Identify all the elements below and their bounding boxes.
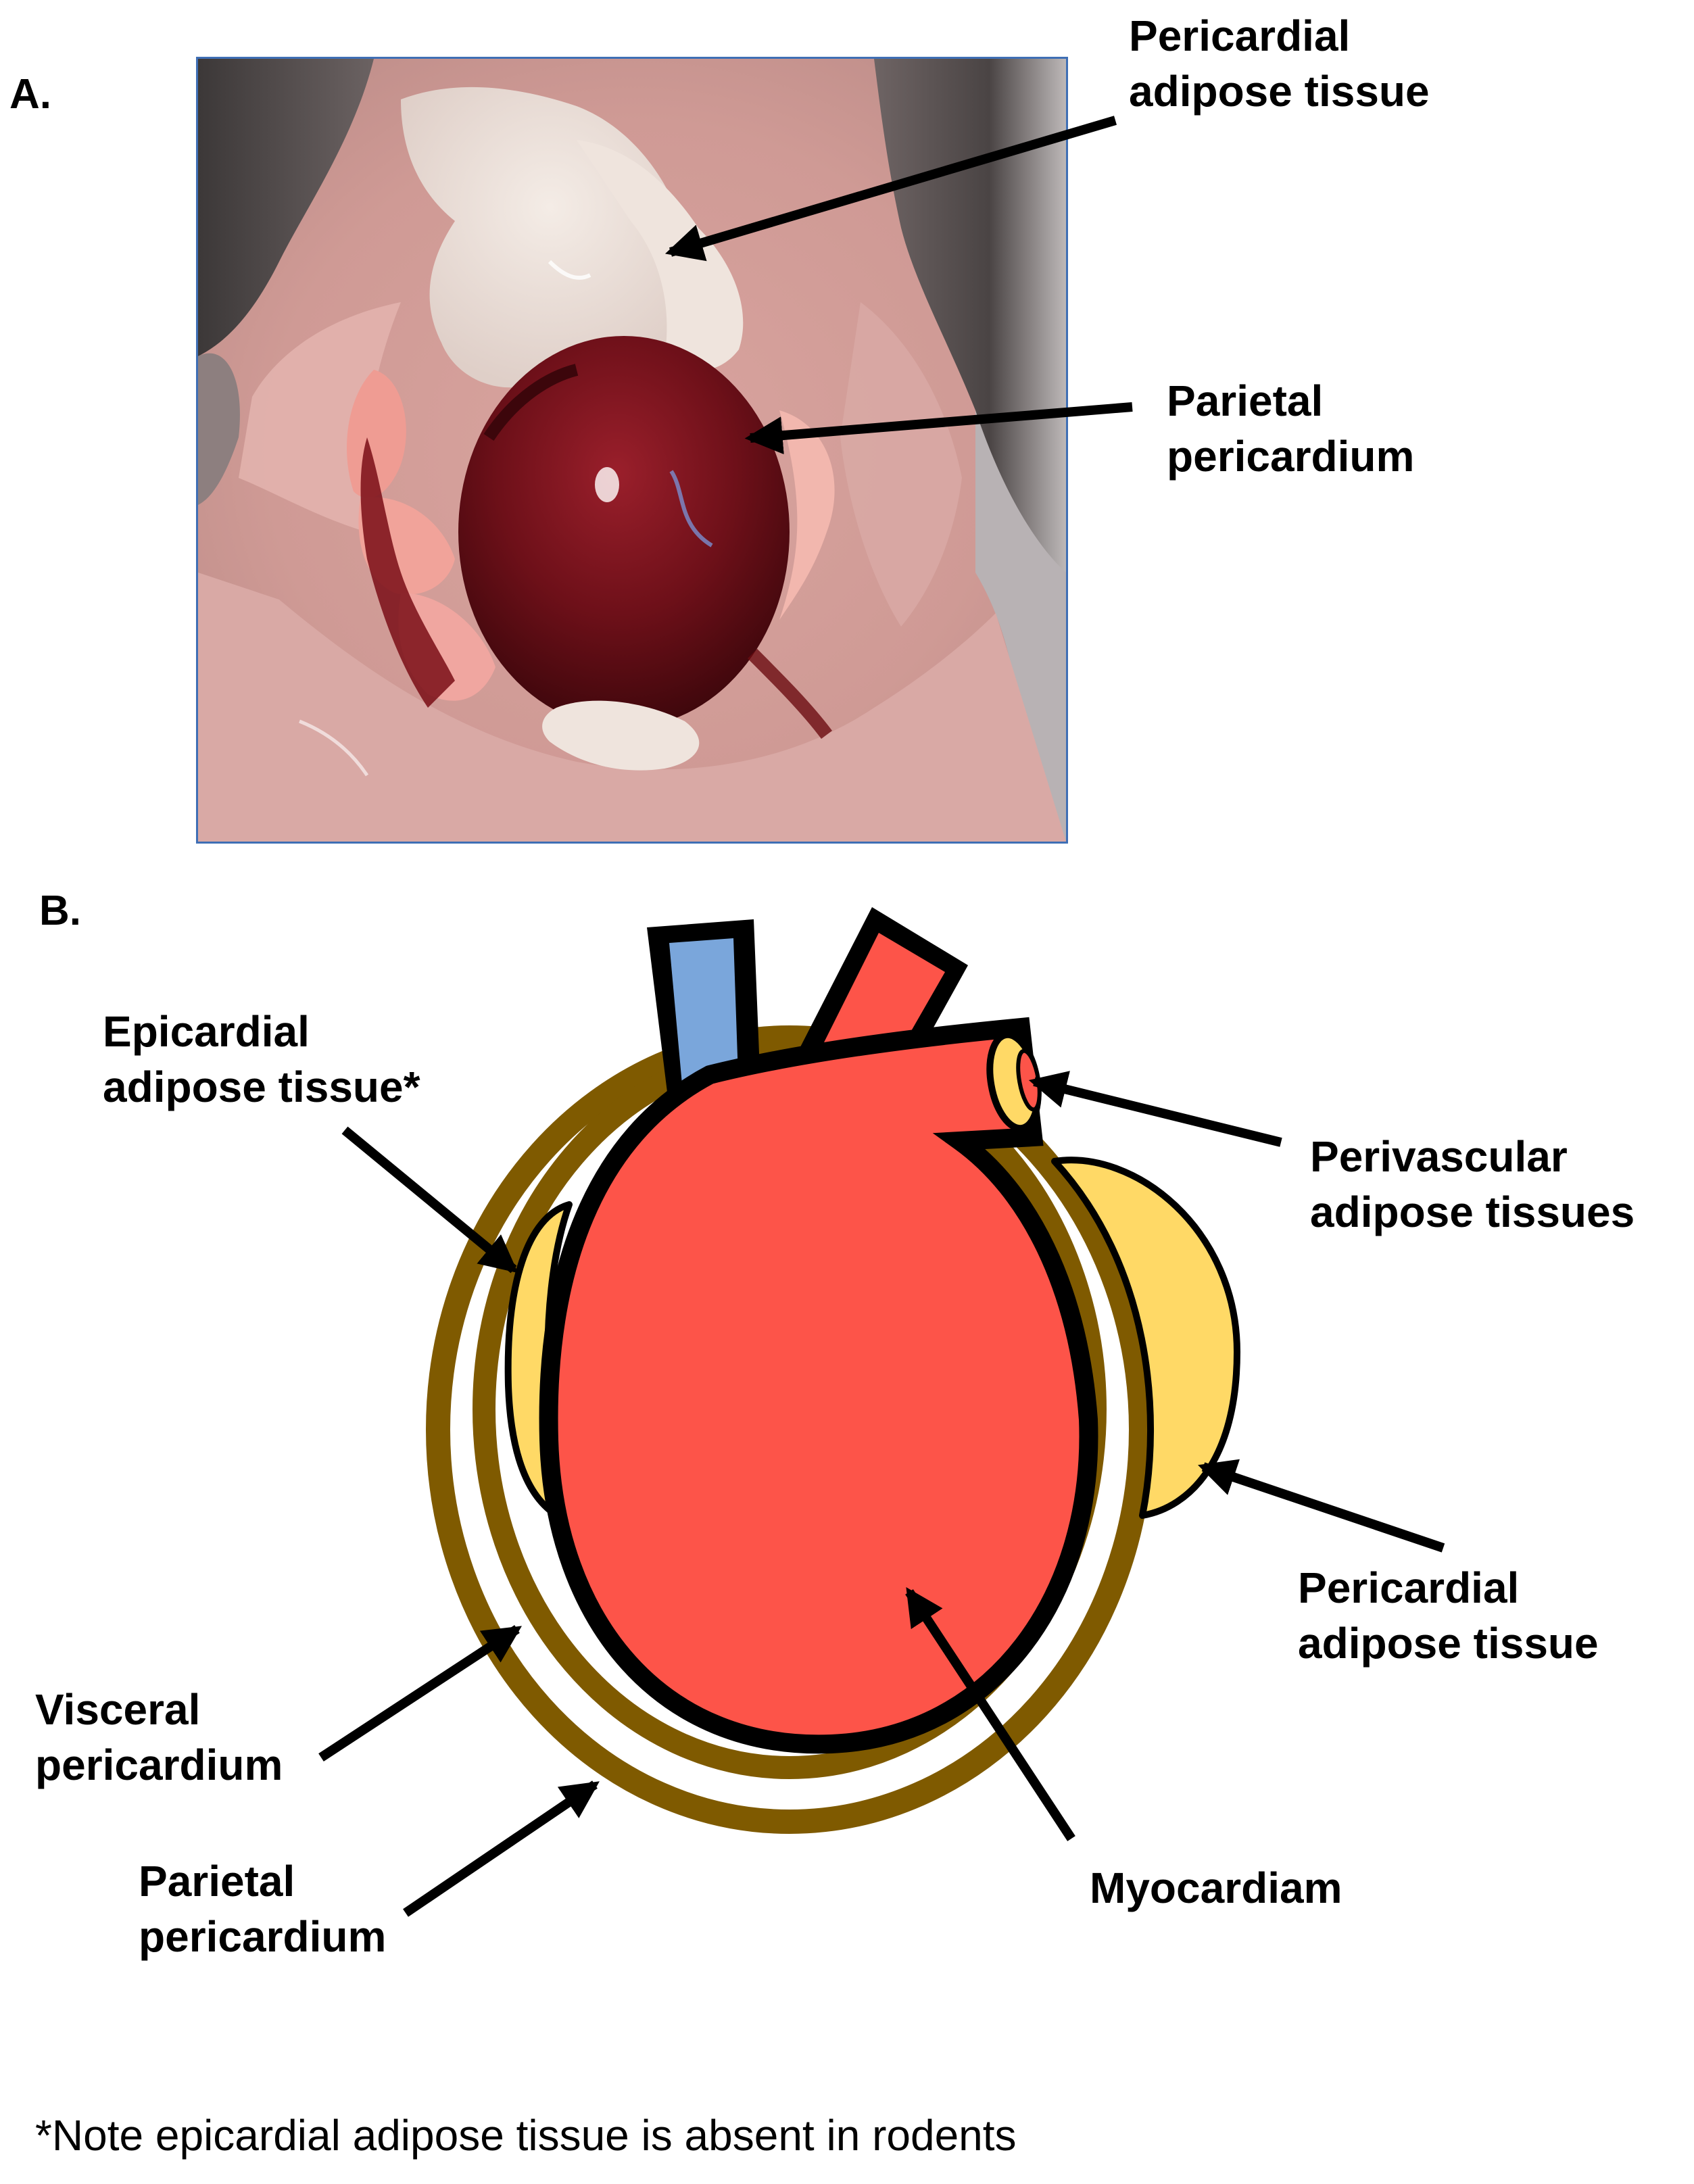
parietal-pericardium-ring: [426, 1025, 1153, 1834]
label-myocardium: Myocardiam: [1090, 1864, 1342, 1912]
label-epicardial-adipose: Epicardial adipose tissue*: [103, 1007, 420, 1111]
label-parietal-pericardium-a: Parietal pericardium: [1167, 377, 1415, 481]
label-pericardial-adipose-b: Pericardial adipose tissue: [1298, 1563, 1599, 1668]
label-parietal-pericardium-b: Parietal pericardium: [139, 1857, 387, 1961]
label-pericardial-adipose-a: Pericardial adipose tissue: [1129, 11, 1430, 116]
arrow-pericardial-adipose-a: [664, 116, 1117, 262]
arrow-parietal-pericardium-b: [403, 1780, 600, 1917]
label-visceral-pericardium: Visceral pericardium: [35, 1685, 283, 1789]
arrow-myocardium: [905, 1586, 1075, 1841]
dissection-photo: [196, 57, 1068, 844]
arrow-parietal-pericardium-a: [744, 402, 1133, 455]
arrow-visceral-pericardium: [318, 1625, 523, 1762]
myocardium-shape: [539, 1017, 1098, 1754]
panel-b-letter: B.: [39, 888, 81, 934]
arrow-epicardial-adipose: [341, 1126, 518, 1273]
label-perivascular-adipose: Perivascular adipose tissues: [1310, 1132, 1635, 1236]
footnote: *Note epicardial adipose tissue is absen…: [35, 2111, 1017, 2160]
arrow-pericardial-adipose-b: [1198, 1459, 1445, 1553]
arrow-perivascular-adipose: [1028, 1071, 1282, 1147]
panel-a-letter: A.: [9, 71, 51, 118]
